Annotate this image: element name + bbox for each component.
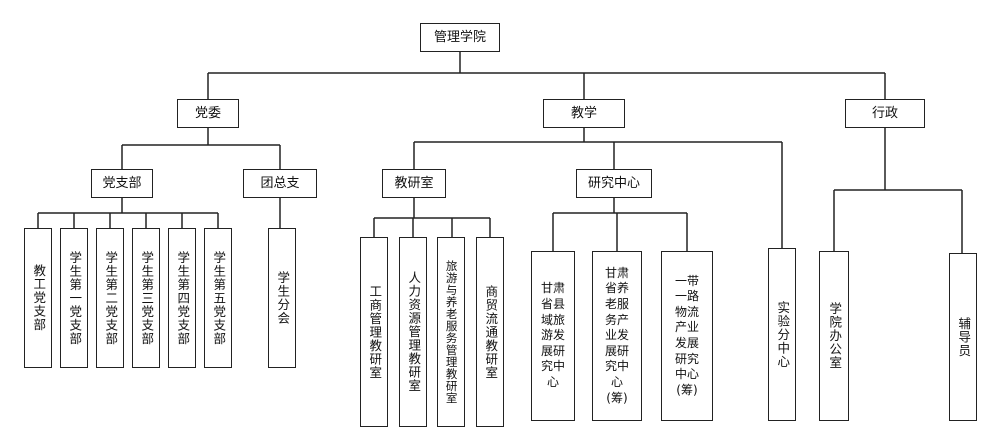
branch-label-6: 学生第五党支部	[211, 250, 227, 346]
office-box-1: 工商管理教研室	[360, 237, 388, 427]
teaching-research-office-label: 教研室	[394, 176, 434, 191]
office-box-4: 商贸流通教研室	[476, 237, 504, 427]
youth-league-label: 团总支	[260, 176, 300, 191]
student-branch-box: 学生分会	[268, 228, 296, 368]
teaching-node: 教学	[543, 99, 625, 128]
college-office-label: 学院办公室	[827, 302, 843, 370]
office-label-2: 人力资源管理教研室	[406, 271, 422, 393]
office-label-3: 旅游与养老服务管理教研室	[444, 260, 459, 404]
party-committee-label: 党委	[194, 106, 221, 121]
research-center-label: 研究中心	[587, 176, 640, 191]
administration-label: 行政	[871, 106, 898, 121]
center-box-2: 甘肃 省养 老服 务产 业发 展研 究中 心 (筹)	[592, 251, 642, 421]
office-label-4: 商贸流通教研室	[483, 284, 499, 380]
research-center-node: 研究中心	[576, 169, 652, 198]
office-box-2: 人力资源管理教研室	[399, 237, 427, 427]
root-node: 管理学院	[420, 23, 500, 52]
branch-box-5: 学生第四党支部	[168, 228, 196, 368]
office-box-3: 旅游与养老服务管理教研室	[437, 237, 465, 427]
center-label-3: 一带 一路 物流 产业 发展 研究 中心 (筹)	[674, 273, 699, 397]
branch-label-1: 教工党支部	[31, 264, 47, 332]
center-box-1: 甘肃 省县 域旅 游发 展研 究中 心	[531, 251, 575, 421]
root-label: 管理学院	[433, 30, 486, 45]
college-office-box: 学院办公室	[819, 251, 849, 421]
center-label-1: 甘肃 省县 域旅 游发 展研 究中 心	[540, 281, 565, 389]
teaching-label: 教学	[570, 106, 597, 121]
youth-league-node: 团总支	[243, 169, 317, 198]
branch-box-4: 学生第三党支部	[132, 228, 160, 368]
office-label-1: 工商管理教研室	[367, 284, 383, 380]
lab-center-box: 实验分中心	[768, 248, 796, 421]
party-branch-label: 党支部	[102, 176, 142, 191]
branch-box-6: 学生第五党支部	[204, 228, 232, 368]
party-committee-node: 党委	[177, 99, 239, 128]
branch-box-2: 学生第一党支部	[60, 228, 88, 368]
party-branch-node: 党支部	[91, 169, 153, 198]
branch-box-3: 学生第二党支部	[96, 228, 124, 368]
branch-label-2: 学生第一党支部	[67, 250, 83, 346]
branch-label-5: 学生第四党支部	[175, 250, 191, 346]
student-branch-label: 学生分会	[275, 271, 291, 325]
center-label-2: 甘肃 省养 老服 务产 业发 展研 究中 心 (筹)	[604, 265, 629, 405]
administration-node: 行政	[845, 99, 925, 128]
lab-center-label: 实验分中心	[775, 300, 791, 369]
counselor-box: 辅导员	[949, 253, 977, 421]
center-box-3: 一带 一路 物流 产业 发展 研究 中心 (筹)	[661, 251, 713, 421]
branch-box-1: 教工党支部	[24, 228, 52, 368]
teaching-research-office-node: 教研室	[382, 169, 446, 198]
branch-label-4: 学生第三党支部	[139, 250, 155, 346]
branch-label-3: 学生第二党支部	[103, 250, 119, 346]
counselor-label: 辅导员	[956, 316, 972, 358]
